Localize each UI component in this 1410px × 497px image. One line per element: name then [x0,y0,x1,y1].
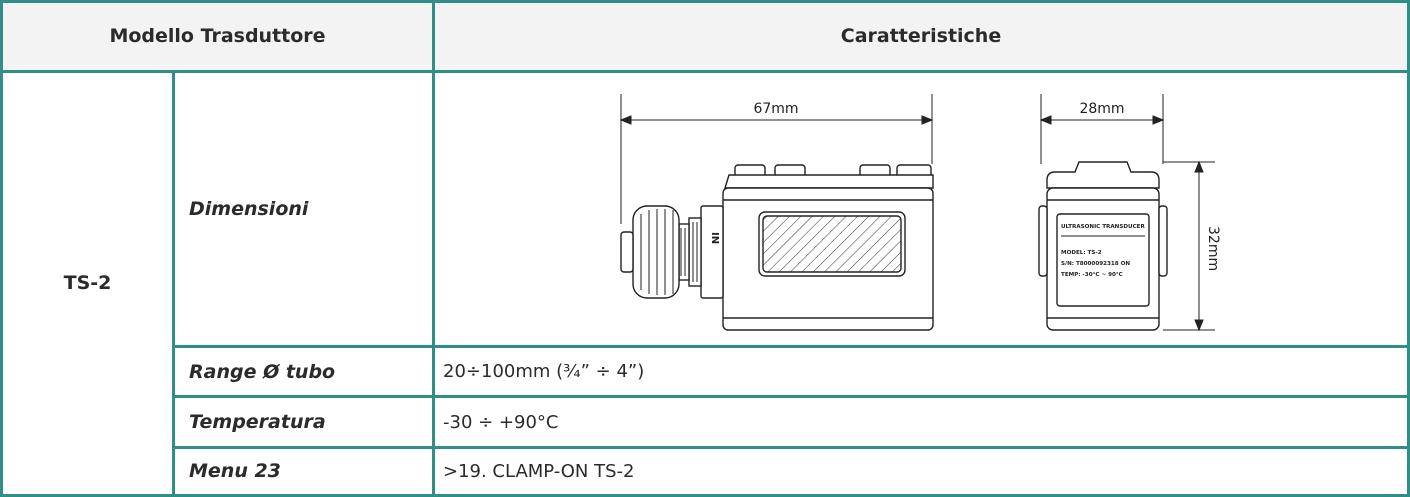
table-row-pipe-range: Range Ø tubo 20÷100mm (¾” ÷ 4”) [2,345,1410,399]
table-row-menu: Menu 23 >19. CLAMP-ON TS-2 [2,445,1410,497]
label-line-2: MODEL: TS-2 [1061,250,1102,256]
label-line-1: ULTRASONIC TRANSDUCER [1061,224,1146,230]
side-inlet-tag: IN [709,232,720,244]
front-height-label: 32mm [1205,226,1221,271]
label-line-3: S/N: T8000092318 ON [1061,261,1130,267]
label-line-4: TEMP: -30°C ~ 90°C [1061,272,1123,278]
table-row-dimensions: TS-2 Dimensioni 67mm [0,69,1410,497]
row-label-dimensions: Dimensioni [172,69,435,349]
transducer-dimension-drawing: 67mm [619,93,1221,332]
header-model-column: Modello Trasduttore [0,0,435,73]
transducer-side-view [620,164,934,331]
row-value-menu: >19. CLAMP-ON TS-2 [432,445,1410,497]
row-label-pipe-range: Range Ø tubo [172,345,435,399]
dimension-drawing-cell: 67mm [432,69,1410,349]
side-width-label: 67mm [753,101,798,117]
model-name: TS-2 [0,69,175,497]
transducer-front-view [1038,161,1168,331]
side-width-dimension [619,93,934,224]
header-row: Modello Trasduttore Caratteristiche [0,0,1410,73]
table-row-temperature: Temperatura -30 ÷ +90°C [2,395,1410,449]
row-value-temperature: -30 ÷ +90°C [432,395,1410,449]
front-width-dimension [1039,93,1165,164]
front-width-label: 28mm [1079,101,1124,117]
row-label-temperature: Temperatura [172,395,435,449]
header-features-column: Caratteristiche [432,0,1410,73]
row-label-menu: Menu 23 [172,445,435,497]
front-height-dimension [1163,160,1215,332]
transducer-label-text: ULTRASONIC TRANSDUCER MODEL: TS-2 S/N: T… [1061,224,1146,278]
row-value-pipe-range: 20÷100mm (¾” ÷ 4”) [432,345,1410,399]
